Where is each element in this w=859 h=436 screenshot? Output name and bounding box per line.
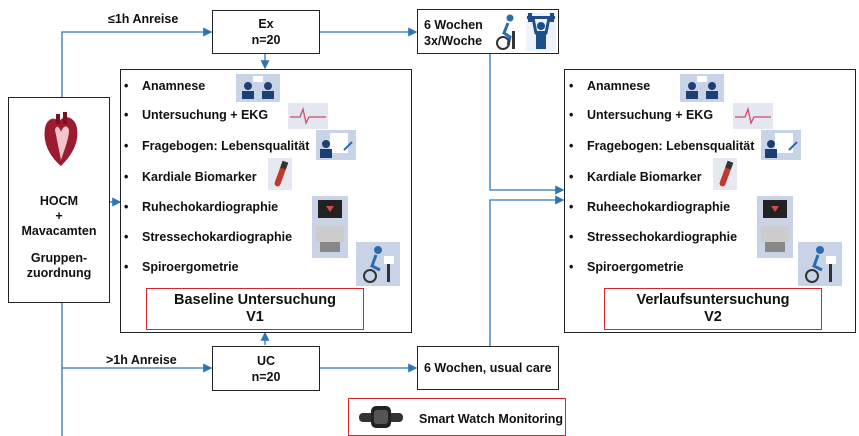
baseline-item: •Fragebogen: Lebensqualität	[124, 139, 310, 153]
followup-item: •Untersuchung + EKG	[569, 108, 714, 122]
followup-item: •Stressechokardiographie	[569, 230, 738, 244]
consultation-icon	[236, 74, 280, 102]
ex-group-box: Ex n=20	[212, 10, 320, 54]
baseline-item: •Ruhechokardiographie	[124, 200, 279, 214]
baseline-item: •Anamnese	[124, 79, 206, 93]
baseline-item: •Stressechokardiographie	[124, 230, 293, 244]
ecg-icon	[733, 103, 773, 129]
arrow-to-ex	[61, 27, 213, 97]
smartwatch-box: Smart Watch Monitoring	[348, 398, 566, 436]
uc-n-label: n=20	[251, 370, 281, 384]
questionnaire-icon	[761, 130, 801, 160]
mavacamten-label: Mavacamten	[21, 224, 97, 238]
followup-title: Verlaufsuntersuchung V2	[604, 288, 822, 330]
smartwatch-icon	[359, 403, 403, 431]
ergometer-icon	[356, 242, 400, 286]
top-path-label: ≤1h Anreise	[108, 12, 179, 26]
ergometer-icon	[798, 242, 842, 286]
smartwatch-label: Smart Watch Monitoring	[419, 412, 563, 426]
hocm-label: HOCM	[39, 194, 79, 208]
heart-icon	[41, 110, 81, 168]
followup-item: •Anamnese	[569, 79, 651, 93]
questionnaire-icon	[316, 130, 356, 160]
baseline-item: •Spiroergometrie	[124, 260, 239, 274]
training-frequency-label: 3x/Woche	[424, 34, 483, 48]
cycling-icon	[494, 13, 522, 51]
echo-machine-icon	[757, 196, 793, 258]
arrow-training-to-v2	[489, 53, 565, 195]
followup-item: •Ruheechokardiographie	[569, 200, 731, 214]
blood-tube-icon	[713, 158, 737, 190]
blood-tube-icon	[268, 158, 292, 190]
consultation-icon	[680, 74, 724, 102]
usual-care-box: 6 Wochen, usual care	[417, 346, 559, 390]
bottom-path-label: >1h Anreise	[106, 353, 177, 367]
arrow-care-to-v2	[489, 195, 565, 346]
uc-label: UC	[256, 354, 276, 368]
followup-item: •Fragebogen: Lebensqualität	[569, 139, 755, 153]
baseline-item: •Kardiale Biomarker	[124, 170, 257, 184]
zuordnung-label: zuordnung	[26, 266, 92, 280]
ex-n-label: n=20	[251, 33, 281, 47]
weightlifting-icon	[526, 13, 556, 51]
usual-care-label: 6 Wochen, usual care	[424, 361, 552, 375]
plus-label: +	[55, 209, 63, 223]
uc-group-box: UC n=20	[212, 346, 320, 391]
baseline-item: •Untersuchung + EKG	[124, 108, 269, 122]
echo-machine-icon	[312, 196, 348, 258]
followup-item: •Kardiale Biomarker	[569, 170, 702, 184]
hocm-group-box: HOCM + Mavacamten Gruppen- zuordnung	[8, 97, 110, 303]
followup-item: •Spiroergometrie	[569, 260, 684, 274]
baseline-title: Baseline Untersuchung V1	[146, 288, 364, 330]
ex-label: Ex	[258, 17, 274, 31]
ecg-icon	[288, 103, 328, 129]
gruppen-label: Gruppen-	[30, 251, 88, 265]
training-box: 6 Wochen 3x/Woche	[417, 9, 559, 54]
training-duration-label: 6 Wochen	[424, 18, 483, 32]
